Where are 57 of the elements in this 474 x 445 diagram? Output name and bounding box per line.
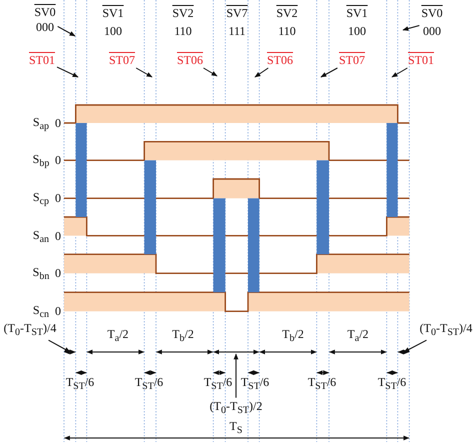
signal-label: S$_{bn}$ — [32, 266, 50, 282]
leader-line — [391, 68, 408, 78]
dimension-label: T$_{a}$/2 — [107, 328, 129, 344]
leader-line — [402, 25, 420, 31]
switch-code: 110 — [278, 25, 296, 37]
level-label: 0 — [55, 305, 61, 317]
dimension-label: T$_{ST}$/6 — [240, 376, 270, 392]
leader-line — [136, 68, 153, 78]
switch-state-label: ST06 — [177, 54, 203, 66]
leader-line — [203, 68, 218, 76]
leader-line — [48, 340, 71, 352]
dimension-label: T$_{ST}$/6 — [204, 376, 232, 392]
switch-state-label: ST07 — [339, 54, 365, 66]
dimension-label: T$_{b}$/2 — [172, 328, 194, 344]
switch-code: 110 — [174, 25, 192, 37]
switch-code: 111 — [228, 25, 246, 37]
level-label: 0 — [55, 192, 61, 204]
switch-code: 000 — [36, 21, 54, 33]
signal-label: S$_{an}$ — [32, 228, 50, 246]
switch-code: 100 — [348, 25, 366, 37]
dimension-label: T$_{ST}$/6 — [308, 376, 336, 392]
leader-line — [57, 26, 76, 36]
signal-label: S$_{ap}$ — [32, 116, 50, 132]
signal-label: S$_{cn}$ — [32, 304, 50, 320]
vector-label: SV0 — [421, 7, 443, 19]
level-label: 0 — [55, 117, 61, 129]
switch-state-label: ST06 — [267, 54, 293, 66]
leader-line — [254, 68, 269, 78]
level-label: 0 — [55, 230, 61, 242]
level-label: 0 — [55, 267, 61, 279]
dimension-label: (T$_{0}$-T$_{ST}$)/4 — [420, 322, 472, 338]
switch-code: 100 — [104, 25, 122, 37]
switch-code: 000 — [423, 25, 441, 37]
dimension-label: T$_{ST}$/6 — [134, 376, 164, 392]
vector-label: SV7 — [226, 7, 248, 19]
leader-line — [320, 68, 338, 78]
dimension-label: T$_{b}$/2 — [282, 328, 304, 344]
signal-label: S$_{cp}$ — [32, 190, 50, 208]
vector-label: SV2 — [172, 7, 194, 19]
switch-state-label: ST07 — [109, 54, 135, 66]
vector-label: SV0 — [34, 6, 56, 18]
signal-label: S$_{bp}$ — [32, 152, 50, 170]
switch-state-label: ST01 — [29, 54, 55, 66]
leader-line — [403, 340, 428, 352]
dimension-label: T$_{a}$/2 — [347, 328, 369, 344]
switch-state-label: ST01 — [408, 54, 434, 66]
dimension-label: T$_{S}$ — [230, 420, 242, 436]
leader-line — [56, 66, 79, 78]
dimension-label: T$_{ST}$/6 — [378, 376, 406, 392]
vector-label: SV2 — [276, 7, 298, 19]
leader-line — [234, 353, 238, 398]
dimension-label: (T$_{0}$-T$_{ST}$)/2 — [210, 400, 262, 416]
dimension-label: (T$_{0}$-T$_{ST}$)/4 — [4, 322, 56, 338]
vector-label: SV1 — [346, 7, 368, 19]
level-label: 0 — [55, 154, 61, 166]
dimension-label: T$_{ST}$/6 — [66, 376, 94, 392]
vector-label: SV1 — [102, 7, 124, 19]
